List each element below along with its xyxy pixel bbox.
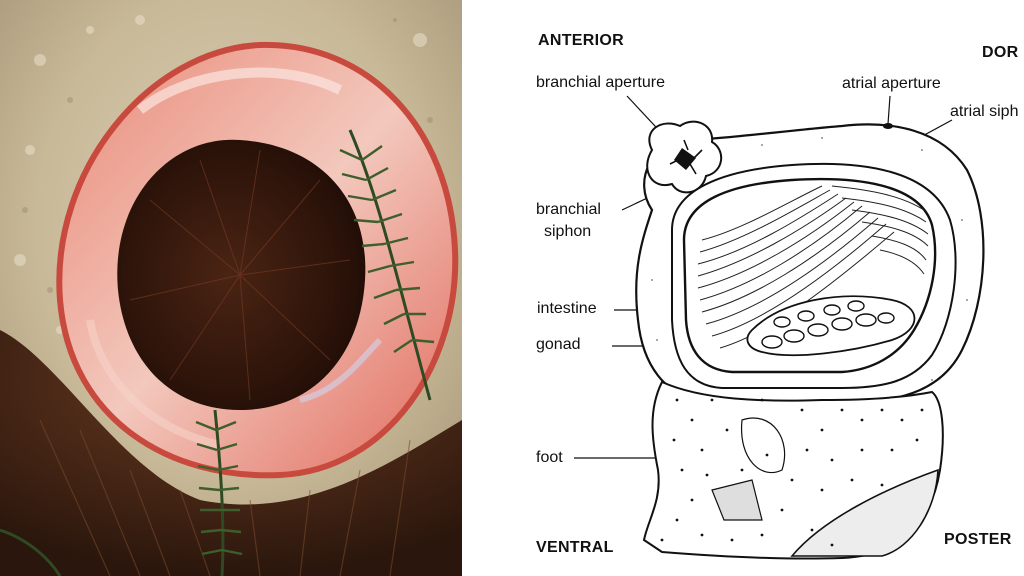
label-intestine: intestine bbox=[537, 300, 597, 317]
ascidian-diagram-drawing bbox=[574, 95, 985, 560]
direction-ventral: VENTRAL bbox=[536, 539, 614, 556]
ascidian-photo-art bbox=[0, 0, 462, 576]
label-branchial-siphon-line2: siphon bbox=[544, 223, 592, 240]
direction-posterior: POSTER bbox=[944, 531, 1012, 548]
foot-stipple bbox=[660, 398, 924, 547]
direction-anterior: ANTERIOR bbox=[538, 32, 624, 49]
label-branchial-aperture: branchial aperture bbox=[536, 74, 665, 91]
label-foot: foot bbox=[536, 449, 563, 466]
ascidian-photo bbox=[0, 0, 462, 576]
label-branchial-siphon-line1: branchial bbox=[536, 201, 601, 218]
label-atrial-aperture: atrial aperture bbox=[842, 75, 941, 92]
label-atrial-siphon: atrial siph bbox=[950, 103, 1019, 120]
gill-slits bbox=[697, 185, 929, 349]
direction-dorsal: DOR bbox=[982, 44, 1019, 61]
label-gonad: gonad bbox=[536, 336, 581, 353]
ascidian-diagram: ANTERIOR DOR VENTRAL POSTER branchial ap… bbox=[462, 0, 1024, 576]
